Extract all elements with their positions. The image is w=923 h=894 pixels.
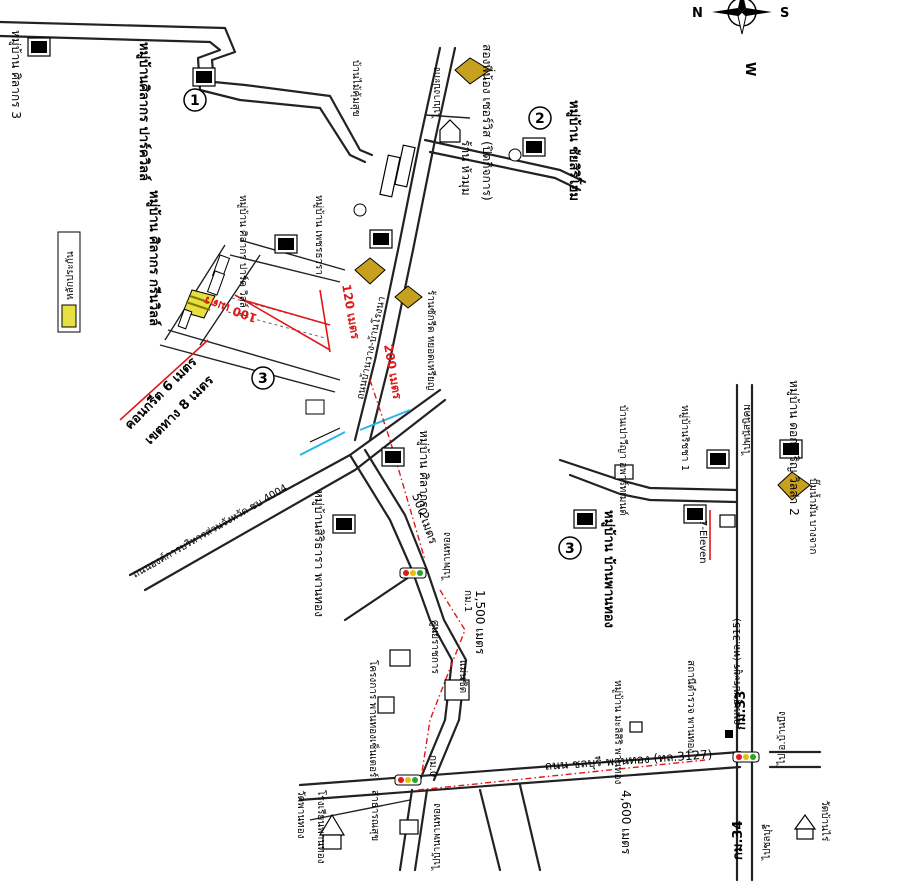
village-icon — [573, 509, 597, 529]
label-to-phanat: ไปพนัสนิคม — [741, 404, 753, 456]
label-village-silakorn3: หมู่บ้าน ศิลากร 3 — [8, 30, 23, 119]
route-path — [119, 289, 711, 791]
label-village-petcharat: หมู่บ้าน เพชรธารา — [313, 195, 325, 275]
label-km34: กม.34 — [731, 821, 746, 860]
label-shop-laundry: ร้านซักรีด หยอดเหรียญ — [425, 290, 437, 390]
label-shop-lake: บ้านเปาวีญา อพาร์ทเมนต์ — [617, 405, 629, 516]
road-network — [0, 20, 822, 882]
village-icon — [27, 37, 51, 57]
village-icon — [683, 504, 707, 524]
label-to-ban-bueng: ไป อ.บ้านบึง — [776, 711, 788, 766]
label-station-police: สถานีตำรวจ พานทอง — [685, 660, 697, 753]
building-icons — [27, 37, 817, 850]
place-labels: หมู่บ้าน ศิลากร 3 หมู่บ้านศิลากร ปาร์ควิ… — [8, 30, 831, 864]
label-district-office: โครงการ พานทองเซ็นเตอร์ — [367, 660, 381, 778]
label-km33: กม.33 — [734, 691, 749, 730]
label-to-chonburi: ไปชลบุรี — [761, 823, 773, 861]
compass-south: S — [780, 6, 789, 21]
label-market-soi: วัดบ้านไร่ — [819, 800, 831, 842]
compass: N S W — [692, 0, 789, 76]
svg-text:3: 3 — [258, 371, 268, 387]
traffic-light — [732, 751, 760, 763]
village-icon — [706, 449, 730, 469]
label-hospital: ศูนย์ราชการ — [429, 620, 441, 674]
traffic-light — [399, 567, 427, 579]
land-plot — [177, 254, 325, 415]
label-rd-4004: ถนนองค์การบริหารส่วนจังหวัด ชบ 4004 — [131, 482, 290, 581]
marker-3b: 3 — [558, 536, 582, 560]
label-village-ban-panthong: หมู่บ้าน บ้านพานทอง — [601, 510, 617, 628]
label-kindergarten: สาธารณสุข — [369, 790, 380, 841]
label-village-panthong1: หมู่บ้านริชชา 1 — [679, 405, 691, 471]
label-village-mali: หมู่บ้าน มะลิสิริ พานทอง — [612, 680, 624, 785]
label-shop-songphinong: สองพี่น้อง เซอร์วิส (ปิดกิจการ) — [480, 44, 496, 201]
label-village-silakorn-park7: หมู่บ้าน ศิลากร ปาร์ค วิลล์ 7 — [237, 195, 249, 317]
label-to-panthong: ไปบ้านพานทอง — [431, 803, 443, 871]
label-village-sirithara: หมู่บ้านสิริธารา พานทอง — [311, 490, 326, 617]
label-village-silakorn2: หมู่บ้าน ศิลากร 2 — [416, 430, 431, 519]
label-temple-panthong: วัดพานทอง — [295, 790, 306, 839]
label-to-bangpakong: ไปบางปะกง — [431, 67, 443, 119]
village-icon — [332, 514, 356, 534]
label-shop-ranuam: ร้าน ห้วมุม — [458, 140, 473, 196]
compass-west: W — [742, 62, 757, 76]
legend-label: หลักประกัน — [65, 251, 76, 300]
legend: หลักประกัน — [57, 231, 81, 333]
marker-2: 2 — [528, 106, 552, 130]
traffic-light — [394, 774, 422, 786]
label-shop-7eleven: 7-Eleven — [697, 520, 708, 564]
label-d-200: 200 เมตร — [381, 343, 405, 401]
label-km1: กม.1 — [462, 590, 473, 612]
svg-text:3: 3 — [565, 541, 575, 557]
label-d-4600: 4,600 เมตร — [619, 790, 633, 855]
village-icon — [381, 447, 405, 467]
label-d-100: 100 เมตร — [202, 293, 259, 325]
label-km0: กม.0 — [427, 755, 438, 777]
village-icon — [522, 137, 546, 157]
marker-3a: 3 — [251, 366, 275, 390]
village-icon — [192, 67, 216, 87]
svg-text:2: 2 — [535, 111, 545, 127]
label-to-panthong2: ไปพานทอง — [441, 532, 453, 581]
marker-1: 1 — [183, 88, 207, 112]
village-icon — [274, 234, 298, 254]
svg-text:1: 1 — [190, 93, 200, 109]
label-village-silakorn-green: หมู่บ้าน ศิลากร กรีนวิลล์ — [146, 190, 162, 326]
label-shop-ban-noom: บ้านไม้คุ้มสุข — [350, 60, 362, 117]
label-shop-pt: ปั๊มน้ำมัน บางจาก — [807, 478, 821, 554]
village-icon — [779, 439, 803, 459]
village-icon — [369, 229, 393, 249]
label-village-chaisiri: หมู่บ้าน ชัยสิริโฮม — [566, 100, 583, 201]
label-d-1500: 1,500 เมตร — [473, 590, 487, 655]
label-village-dokjareon: หมู่บ้าน ดอกเจริญ วิลล่า 2 — [786, 380, 801, 516]
compass-north: N — [692, 6, 703, 21]
label-phanthong-market: แม่นชิต — [457, 660, 468, 693]
label-school-panthong: โรงเรียนพานทอง — [315, 790, 328, 864]
label-rd-sukprayoon: ถนนสุขประยูร (ทล.315) — [732, 618, 743, 725]
label-d-120: 120 เมตร — [339, 283, 363, 341]
label-village-silakorn-park: หมู่บ้านศิลากร ปาร์ควิลล์ — [136, 42, 152, 181]
